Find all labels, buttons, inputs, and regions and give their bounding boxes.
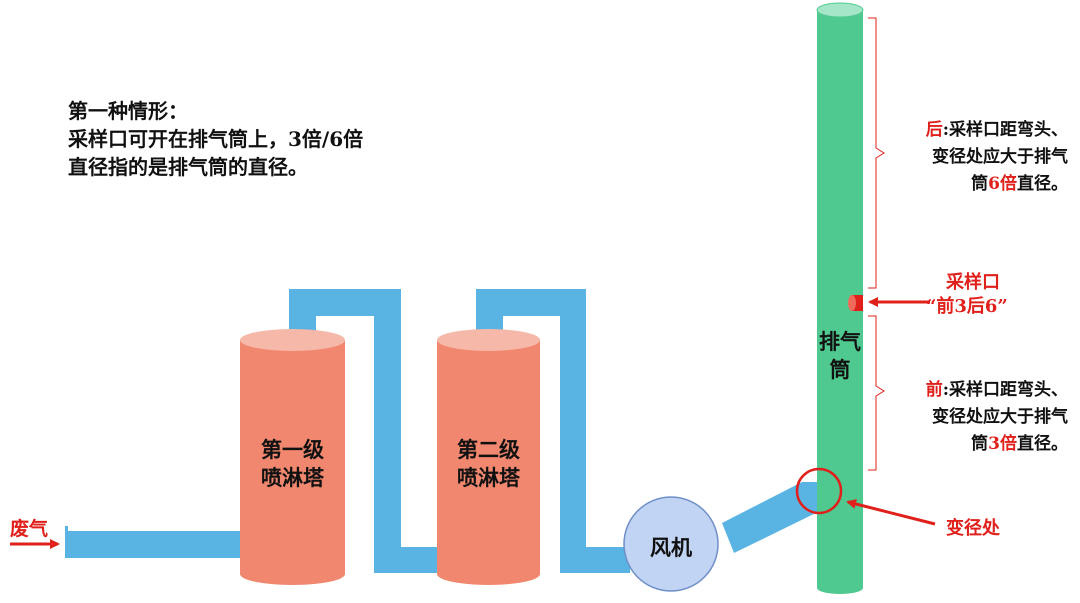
note-before-line-1: 前:采样口距弯头、 — [926, 377, 1068, 404]
tower-2-label-line-2: 喷淋塔 — [457, 465, 520, 490]
sampling-port-label: 采样口 — [946, 272, 1000, 293]
intro-text: 第一种情形： 采样口可开在排气筒上，3倍/6倍 直径指的是排气筒的直径。 — [68, 97, 363, 181]
reducer-arrow — [846, 499, 936, 526]
note-after-line-1-rest: :采样口距弯头、 — [942, 120, 1068, 140]
tower-1-label: 第一级 喷淋塔 — [240, 436, 345, 492]
note-after-multiple: 6倍 — [988, 174, 1017, 194]
connecting-pipe-1 — [289, 289, 443, 573]
note-before-line-1-rest: :采样口距弯头、 — [942, 380, 1068, 400]
tower-1-label-line-2: 喷淋塔 — [261, 465, 324, 490]
intro-line-2: 采样口可开在排气筒上，3倍/6倍 — [68, 127, 364, 151]
note-after-line-3-b: 直径。 — [1017, 174, 1068, 194]
note-after-line-1: 后:采样口距弯头、 — [926, 117, 1068, 144]
note-after-line-3: 筒6倍直径。 — [926, 171, 1068, 198]
connecting-pipe-2 — [476, 289, 630, 573]
fan-outlet-duct — [722, 482, 822, 553]
note-before-prefix: 前 — [925, 380, 943, 400]
reducer-label: 变径处 — [946, 518, 1000, 539]
reducer-highlight-circle — [795, 467, 843, 515]
waste-gas-label: 废气 — [10, 518, 49, 540]
inlet-pipe — [65, 531, 245, 558]
note-before-line-3-a: 筒 — [971, 434, 989, 454]
note-before-line-3: 筒3倍直径。 — [926, 431, 1068, 458]
bracket-before — [868, 315, 885, 471]
sampling-rule-label: “前3后6” — [926, 296, 1008, 317]
note-before-line-2: 变径处应大于排气 — [932, 407, 1068, 427]
fan-circle — [623, 496, 719, 592]
note-before-line-3-b: 直径。 — [1017, 434, 1068, 454]
spray-tower-2 — [437, 329, 540, 585]
sampling-port — [848, 295, 863, 311]
note-after-line-2: 变径处应大于排气 — [932, 147, 1068, 167]
intro-line-3: 直径指的是排气筒的直径。 — [68, 155, 308, 179]
note-after-line-3-a: 筒 — [971, 174, 989, 194]
tower-1-label-line-1: 第一级 — [261, 437, 324, 462]
note-after: 后:采样口距弯头、 变径处应大于排气 筒6倍直径。 — [926, 117, 1068, 198]
note-after-prefix: 后 — [925, 120, 943, 140]
note-before-multiple: 3倍 — [988, 434, 1017, 454]
inlet-pipe-cap — [65, 526, 68, 532]
note-before: 前:采样口距弯头、 变径处应大于排气 筒3倍直径。 — [926, 377, 1068, 458]
bracket-after — [868, 17, 885, 289]
tower-2-label: 第二级 喷淋塔 — [437, 436, 540, 492]
stack-label: 排气筒 — [819, 329, 861, 382]
spray-tower-1 — [240, 329, 345, 585]
fan-label: 风机 — [650, 535, 692, 560]
intro-line-1: 第一种情形： — [68, 99, 188, 123]
tower-2-label-line-1: 第二级 — [457, 437, 520, 462]
